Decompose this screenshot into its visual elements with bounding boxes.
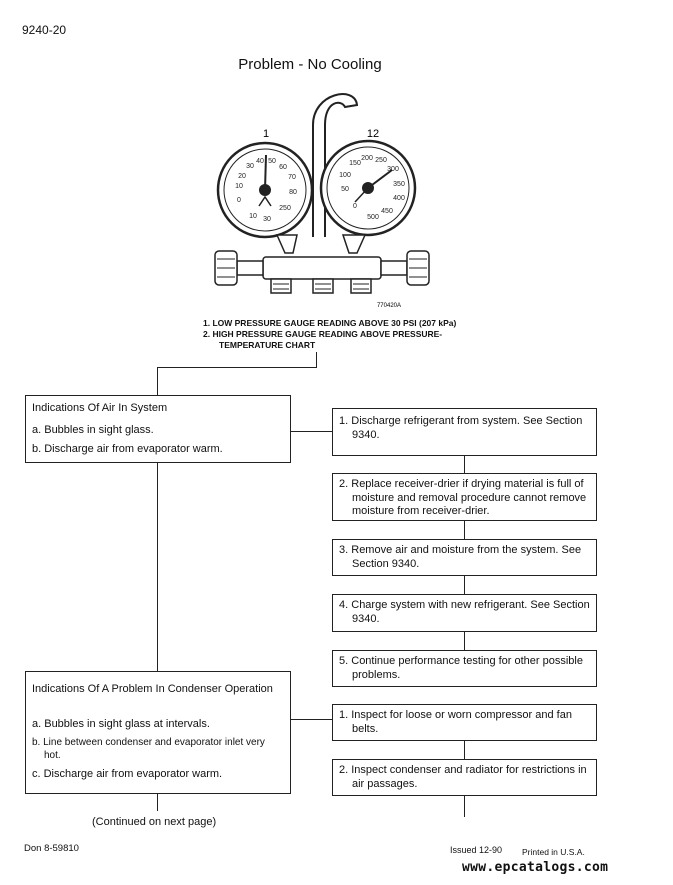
step-text: Remove air and moisture from the system.…: [351, 544, 582, 556]
high-tick-50: 50: [341, 186, 349, 193]
low-tick-50: 50: [268, 158, 276, 165]
high-gauge-number: 12: [367, 128, 379, 140]
condition-1: 1. LOW PRESSURE GAUGE READING ABOVE 30 P…: [203, 318, 457, 328]
low-tick-0: 0: [237, 197, 241, 204]
connector: [464, 740, 465, 760]
high-tick-400: 400: [393, 195, 405, 202]
low-tick-10b: 10: [249, 213, 257, 220]
manifold-detail: [217, 258, 427, 290]
air-indication-a: a. Bubbles in sight glass.: [32, 424, 154, 436]
air-step-1: 1. Discharge refrigerant from system. Se…: [332, 408, 597, 456]
printed-in: Printed in U.S.A.: [522, 847, 585, 857]
watermark: www.epcatalogs.com: [462, 860, 609, 875]
high-tick-300: 300: [387, 166, 399, 173]
high-tick-500: 500: [367, 214, 379, 221]
connector: [157, 367, 158, 396]
issued-date: Issued 12-90: [450, 845, 503, 855]
high-tick-0: 0: [353, 203, 357, 210]
connector: [316, 352, 317, 368]
step-number: 4.: [339, 599, 349, 611]
step-text-cont: problems.: [352, 668, 401, 681]
air-indication-b: b. Discharge air from evaporator warm.: [32, 443, 223, 455]
connector: [464, 795, 465, 817]
connector: [157, 462, 158, 672]
low-tick-30: 30: [246, 163, 254, 170]
air-in-system-box: Indications Of Air In System a. Bubbles …: [25, 395, 291, 463]
low-tick-80: 80: [289, 189, 297, 196]
low-tick-10: 10: [235, 183, 243, 190]
high-tick-250: 250: [375, 157, 387, 164]
high-tick-350: 350: [393, 181, 405, 188]
condition-2-cont: TEMPERATURE CHART: [219, 340, 316, 350]
step-text-cont: air passages.: [352, 777, 418, 790]
low-tick-30b: 30: [263, 216, 271, 223]
high-pressure-gauge: 50 100 150 200 250 300 350 400 450 500 0: [319, 139, 417, 237]
step-text-cont: Section 9340.: [352, 557, 420, 570]
manifold-body: [214, 234, 430, 294]
connector: [290, 719, 332, 720]
condenser-indication-b-cont: hot.: [44, 750, 61, 761]
condition-2: 2. HIGH PRESSURE GAUGE READING ABOVE PRE…: [203, 329, 443, 339]
air-step-2: 2. Replace receiver-drier if drying mate…: [332, 473, 597, 521]
condenser-box-title: Indications Of A Problem In Condenser Op…: [32, 683, 273, 695]
connector: [157, 367, 317, 368]
connector: [290, 431, 332, 432]
doc-number: Don 8-59810: [24, 843, 79, 854]
low-tick-40: 40: [256, 158, 264, 165]
high-tick-100: 100: [339, 172, 351, 179]
gauge-hook: [312, 93, 359, 237]
air-step-5: 5. Continue performance testing for othe…: [332, 650, 597, 687]
air-step-4: 4. Charge system with new refrigerant. S…: [332, 594, 597, 632]
page-title: Problem - No Cooling: [238, 56, 382, 73]
low-pressure-gauge: 20 30 40 50 60 70 80 10 0 10 30 250: [216, 141, 314, 239]
continued-note: (Continued on next page): [92, 816, 217, 828]
connector: [157, 793, 158, 811]
low-tick-70: 70: [288, 174, 296, 181]
step-text-cont: 9340.: [352, 428, 380, 441]
manifold-gauge-illustration: 20 30 40 50 60 70 80 10 0 10 30 250 50 1…: [214, 93, 430, 309]
step-text-cont: moisture from receiver-drier.: [352, 505, 490, 517]
step-number: 5.: [339, 655, 349, 667]
step-text: Charge system with new refrigerant. See …: [351, 599, 590, 611]
step-text-cont: 9340.: [352, 612, 380, 625]
high-tick-150: 150: [349, 160, 361, 167]
step-number: 1.: [339, 415, 349, 427]
low-tick-20: 20: [238, 173, 246, 180]
high-tick-200: 200: [361, 155, 373, 162]
step-text-cont: belts.: [352, 722, 379, 735]
connector: [464, 575, 465, 595]
condenser-step-1: 1. Inspect for loose or worn compressor …: [332, 704, 597, 741]
step-text: Continue performance testing for other p…: [351, 655, 583, 667]
step-text: Replace receiver-drier if drying materia…: [351, 478, 584, 490]
step-text: Discharge refrigerant from system. See S…: [351, 415, 583, 427]
condenser-problem-box: Indications Of A Problem In Condenser Op…: [25, 671, 291, 794]
connector: [464, 631, 465, 651]
connector: [464, 520, 465, 540]
step-text: Inspect for loose or worn compressor and…: [351, 709, 572, 721]
connector: [464, 456, 465, 474]
condenser-step-2: 2. Inspect condenser and radiator for re…: [332, 759, 597, 796]
low-gauge-number: 1: [263, 128, 269, 140]
condenser-indication-a: a. Bubbles in sight glass at intervals.: [32, 718, 210, 730]
page-id: 9240-20: [22, 23, 67, 37]
step-text: Inspect condenser and radiator for restr…: [351, 764, 587, 776]
low-tick-250: 250: [279, 205, 291, 212]
step-number: 1.: [339, 709, 349, 721]
figure-code: 770420A: [377, 303, 401, 309]
air-box-title: Indications Of Air In System: [32, 402, 168, 414]
air-step-3: 3. Remove air and moisture from the syst…: [332, 539, 597, 576]
step-number: 2.: [339, 478, 349, 490]
step-number: 2.: [339, 764, 349, 776]
step-number: 3.: [339, 544, 349, 556]
high-tick-450: 450: [381, 208, 393, 215]
condenser-indication-b: b. Line between condenser and evaporator…: [32, 737, 265, 748]
condenser-indication-c: c. Discharge air from evaporator warm.: [32, 768, 223, 780]
step-text-cont: moisture and removal procedure cannot re…: [352, 491, 587, 504]
low-tick-60: 60: [279, 164, 287, 171]
